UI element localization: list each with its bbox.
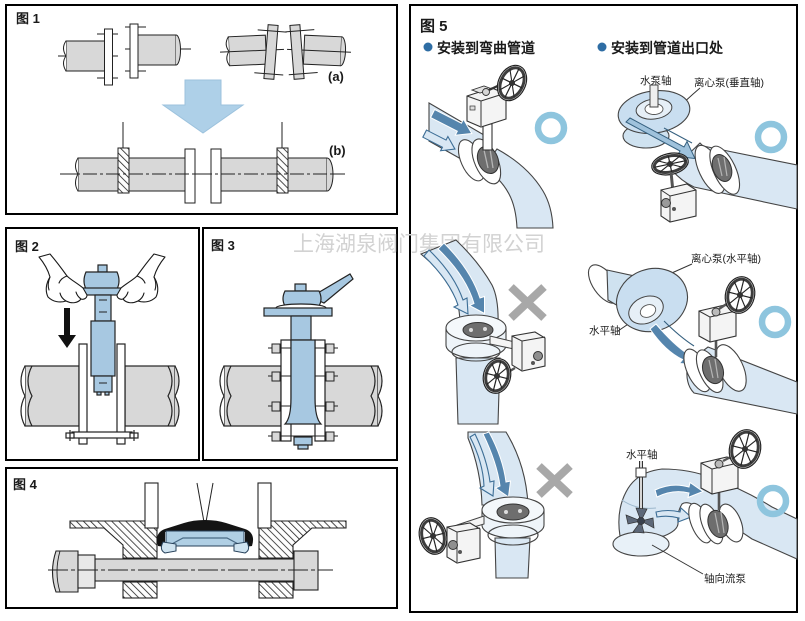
svg-text:离心泵(水平轴): 离心泵(水平轴) xyxy=(691,252,761,265)
svg-text:(b): (b) xyxy=(329,143,346,158)
svg-text:(a): (a) xyxy=(328,69,344,84)
svg-text:上海湖泉阀门集团有限公司: 上海湖泉阀门集团有限公司 xyxy=(293,233,545,256)
svg-text:安装到管道出口处: 安装到管道出口处 xyxy=(611,40,724,56)
svg-text:水泵轴: 水泵轴 xyxy=(640,74,672,87)
svg-text:离心泵(垂直轴): 离心泵(垂直轴) xyxy=(694,76,764,89)
svg-text:图 2: 图 2 xyxy=(15,239,39,254)
svg-text:安装到弯曲管道: 安装到弯曲管道 xyxy=(437,40,535,56)
svg-text:图 5: 图 5 xyxy=(420,18,448,35)
svg-text:轴向流泵: 轴向流泵 xyxy=(704,572,746,585)
svg-text:图 4: 图 4 xyxy=(13,477,38,492)
svg-text:水平轴: 水平轴 xyxy=(589,324,621,337)
svg-text:水平轴: 水平轴 xyxy=(626,448,658,461)
svg-text:图 1: 图 1 xyxy=(16,11,40,26)
svg-text:图 3: 图 3 xyxy=(211,238,235,253)
